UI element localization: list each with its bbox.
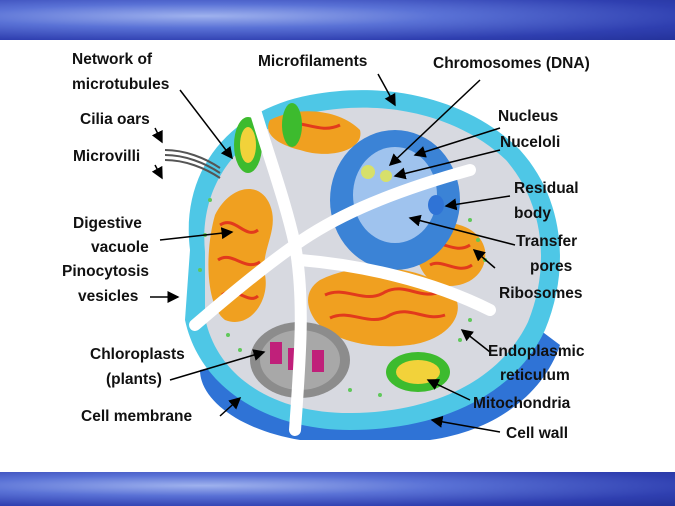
label-digestive-vacuole-2: vacuole xyxy=(91,239,149,256)
label-network-of-microtubules-2: microtubules xyxy=(72,76,170,93)
label-nucleoli: Nuceloli xyxy=(500,134,561,151)
label-cilia-oars: Cilia oars xyxy=(80,111,150,128)
label-transfer-pores-1: Transfer xyxy=(516,233,578,250)
header-band xyxy=(0,0,675,40)
mitochondrion-2-inner xyxy=(240,127,256,163)
label-nucleus: Nucleus xyxy=(498,108,559,125)
label-microvilli: Microvilli xyxy=(73,148,141,165)
label-network-of-microtubules-1: Network of xyxy=(72,51,153,68)
nucleolus-1 xyxy=(361,165,375,179)
label-digestive-vacuole-1: Digestive xyxy=(73,215,142,232)
label-pinocytosis-2: vesicles xyxy=(78,288,139,305)
label-cell-membrane: Cell membrane xyxy=(81,408,193,425)
white-cracks xyxy=(189,104,496,436)
label-endoplasmic-1: Endoplasmic xyxy=(488,343,585,360)
label-ribosomes: Ribosomes xyxy=(499,285,583,302)
label-chromosomes: Chromosomes (DNA) xyxy=(433,55,590,72)
label-chloroplasts-2: (plants) xyxy=(106,371,162,388)
nucleolus-2 xyxy=(380,170,392,182)
ribosome-dots xyxy=(198,198,487,397)
slide-content: Network of microtubules Microfilaments C… xyxy=(0,40,675,472)
label-cell-wall: Cell wall xyxy=(506,425,569,442)
label-pinocytosis-1: Pinocytosis xyxy=(62,263,149,280)
cilia-strands xyxy=(164,149,221,179)
cell-diagram xyxy=(150,73,560,440)
pointer-arrows xyxy=(150,73,516,433)
footer-band xyxy=(0,472,675,506)
residual-body-shape xyxy=(428,195,444,215)
mitochondrion-3 xyxy=(282,103,302,147)
label-residual-body-1: Residual xyxy=(514,180,579,197)
label-mitochondria: Mitochondria xyxy=(473,395,571,412)
label-residual-body-2: body xyxy=(514,205,552,222)
mitochondrion-1-inner xyxy=(396,360,440,384)
label-endoplasmic-2: reticulum xyxy=(500,367,570,384)
label-chloroplasts-1: Chloroplasts xyxy=(90,346,185,363)
label-microfilaments: Microfilaments xyxy=(258,53,368,70)
label-transfer-pores-2: pores xyxy=(530,258,573,275)
